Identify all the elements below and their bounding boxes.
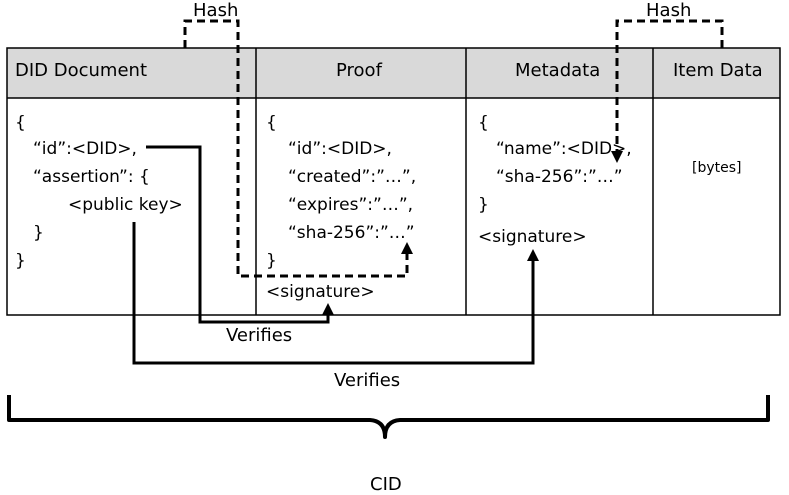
- table-header-background: [7, 48, 780, 98]
- verifies-arrow-1: [146, 145, 330, 324]
- hash-arrow-left: [183, 19, 409, 278]
- cid-brace: [7, 395, 770, 439]
- hash-label-left: Hash: [193, 0, 239, 21]
- header-metadata: Metadata: [515, 60, 601, 81]
- hash-arrow-right-head: [611, 151, 623, 163]
- item-data-bytes: [bytes]: [692, 160, 742, 176]
- did-open-brace: {: [15, 113, 26, 133]
- metadata-name-field: “name”:<DID>,: [496, 139, 632, 159]
- verifies-label-2: Verifies: [334, 370, 401, 391]
- proof-expires-field: “expires”:”…”,: [288, 195, 414, 215]
- verifies-arrow-2-head: [527, 249, 539, 261]
- proof-signature: <signature>: [266, 282, 375, 302]
- did-assertion-field: “assertion”: {: [33, 167, 150, 187]
- did-close-brace: }: [15, 251, 26, 271]
- proof-sha-field: “sha-256”:”…”: [288, 223, 415, 243]
- did-close-inner-brace: }: [33, 223, 44, 243]
- proof-close-brace: }: [266, 251, 277, 271]
- metadata-close-brace: }: [478, 195, 489, 215]
- verifies-label-1: Verifies: [226, 325, 293, 346]
- cid-label: CID: [370, 474, 402, 495]
- did-id-field: “id”:<DID>,: [33, 139, 137, 159]
- header-proof: Proof: [336, 60, 382, 81]
- metadata-open-brace: {: [478, 113, 489, 133]
- header-item-data: Item Data: [673, 60, 763, 81]
- verifies-arrow-2: [132, 222, 535, 365]
- header-did-document: DID Document: [15, 60, 148, 81]
- hash-arrow-right: [615, 19, 724, 153]
- did-public-key: <public key>: [68, 195, 183, 215]
- hash-arrow-left-head: [401, 242, 413, 254]
- hash-label-right: Hash: [646, 0, 692, 21]
- proof-created-field: “created”:”…”,: [288, 167, 417, 187]
- proof-open-brace: {: [266, 113, 277, 133]
- proof-id-field: “id”:<DID>,: [288, 139, 392, 159]
- metadata-signature: <signature>: [478, 227, 587, 247]
- verifies-arrow-1-head: [322, 303, 334, 315]
- metadata-sha-field: “sha-256”:”…”: [496, 167, 623, 187]
- table-outline: [6, 47, 781, 316]
